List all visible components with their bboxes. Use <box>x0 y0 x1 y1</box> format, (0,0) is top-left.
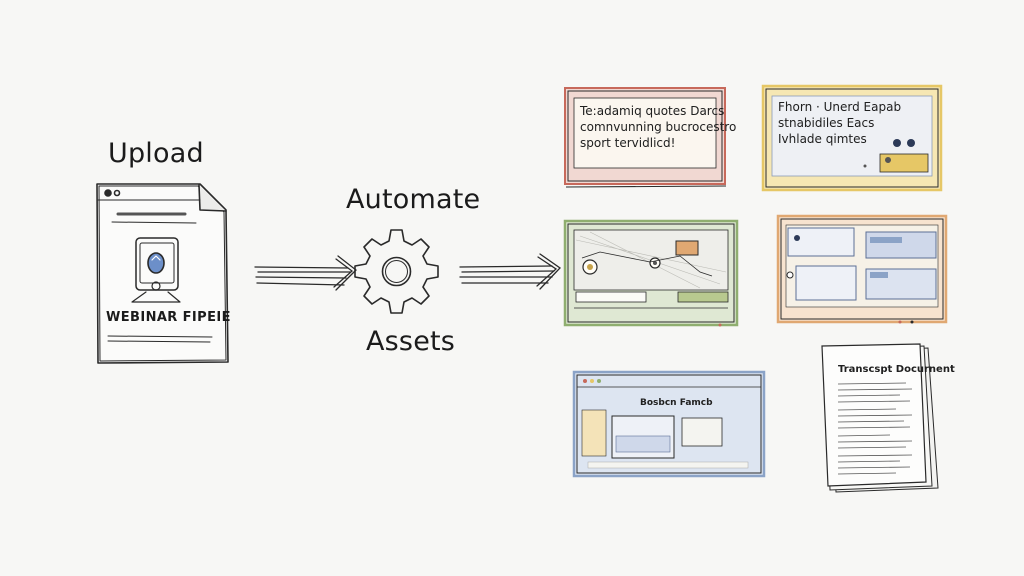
step-label-upload: Upload <box>108 138 204 169</box>
transcript-document <box>821 343 939 493</box>
quote-card-yellow <box>761 84 943 192</box>
quote-yellow-line-2: stnabidiles Eacs <box>778 116 875 130</box>
quote-yellow-line-3: Ivhlade qimtes <box>778 132 867 146</box>
quote-card-red <box>564 87 727 188</box>
web-card-title: Bosbcn Famcb <box>640 398 713 408</box>
uploaded-file-icon <box>96 183 229 364</box>
gear-icon <box>354 229 439 314</box>
quote-red-line-1: Te:adamiq quotes Darcs <box>580 104 725 118</box>
flow-arrow-automate-to-assets <box>459 253 561 290</box>
flow-arrow-upload-to-automate <box>254 255 357 291</box>
transcript-title: Transcspt Docurnent <box>838 364 955 375</box>
quote-red-line-3: sport tervidlicd! <box>580 136 676 150</box>
quote-red-line-2: comnvunning bucrocestro <box>580 120 737 134</box>
web-card-blue <box>572 370 766 478</box>
slides-card-orange <box>776 214 948 324</box>
step-label-assets: Assets <box>366 326 456 357</box>
video-card-green <box>563 219 739 327</box>
step-label-automate: Automate <box>346 184 481 215</box>
quote-yellow-line-1: Fhorn · Unerd Eapab <box>778 100 902 114</box>
uploaded-file-name: WEBINAR FIPEIE <box>106 310 231 325</box>
